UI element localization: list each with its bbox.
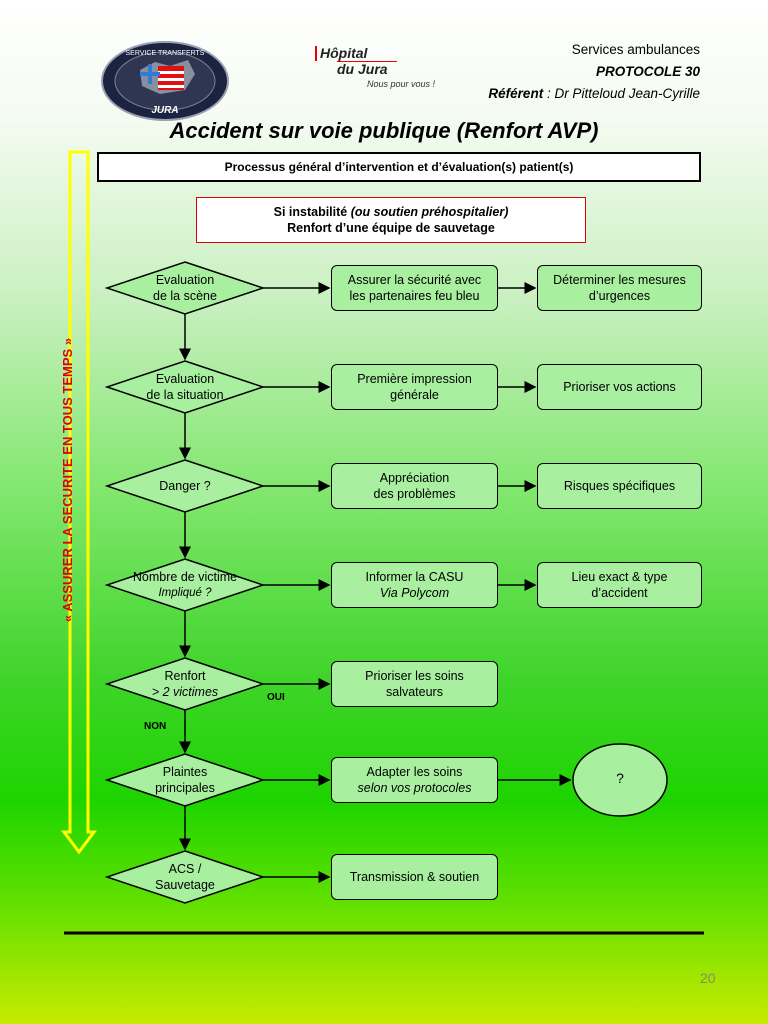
decision-3-text: Danger ? bbox=[159, 479, 211, 493]
action-box-7: Transmission & soutien bbox=[331, 854, 498, 900]
page-title: Accident sur voie publique (Renfort AVP) bbox=[169, 118, 599, 143]
process-title-box: Processus général d’intervention et d’év… bbox=[97, 152, 701, 182]
yes-label: OUI bbox=[267, 692, 285, 703]
no-label: NON bbox=[144, 721, 167, 732]
decision-7-text: ACS /Sauvetage bbox=[155, 862, 215, 892]
unknown-result-circle bbox=[572, 743, 668, 817]
result-circle-text: ? bbox=[616, 770, 624, 786]
service-transferts-jura-logo: SERVICE TRANSFERTS JURA bbox=[101, 41, 229, 121]
decision-5-text: Renfort> 2 victimes bbox=[151, 669, 219, 699]
service-name: Services ambulances bbox=[571, 42, 700, 57]
result-box-3: Risques spécifiques bbox=[537, 463, 702, 509]
svg-text:JURA: JURA bbox=[151, 105, 178, 116]
decision-diamond-7 bbox=[104, 850, 266, 904]
hopital-du-jura-logo: Hôpital du Jura Nous pour vous ! bbox=[315, 46, 445, 96]
side-arrow bbox=[61, 150, 97, 855]
protocol-number: PROTOCOLE 30 bbox=[595, 64, 700, 79]
referent: Référent : Dr Pitteloud Jean-Cyrille bbox=[488, 86, 700, 101]
svg-text:SERVICE TRANSFERTS: SERVICE TRANSFERTS bbox=[126, 50, 205, 57]
page-number: 20 bbox=[700, 970, 716, 986]
result-box-2: Prioriser vos actions bbox=[537, 364, 702, 410]
instability-warning-box: Si instabilité (ou soutien préhospitalie… bbox=[196, 197, 586, 243]
